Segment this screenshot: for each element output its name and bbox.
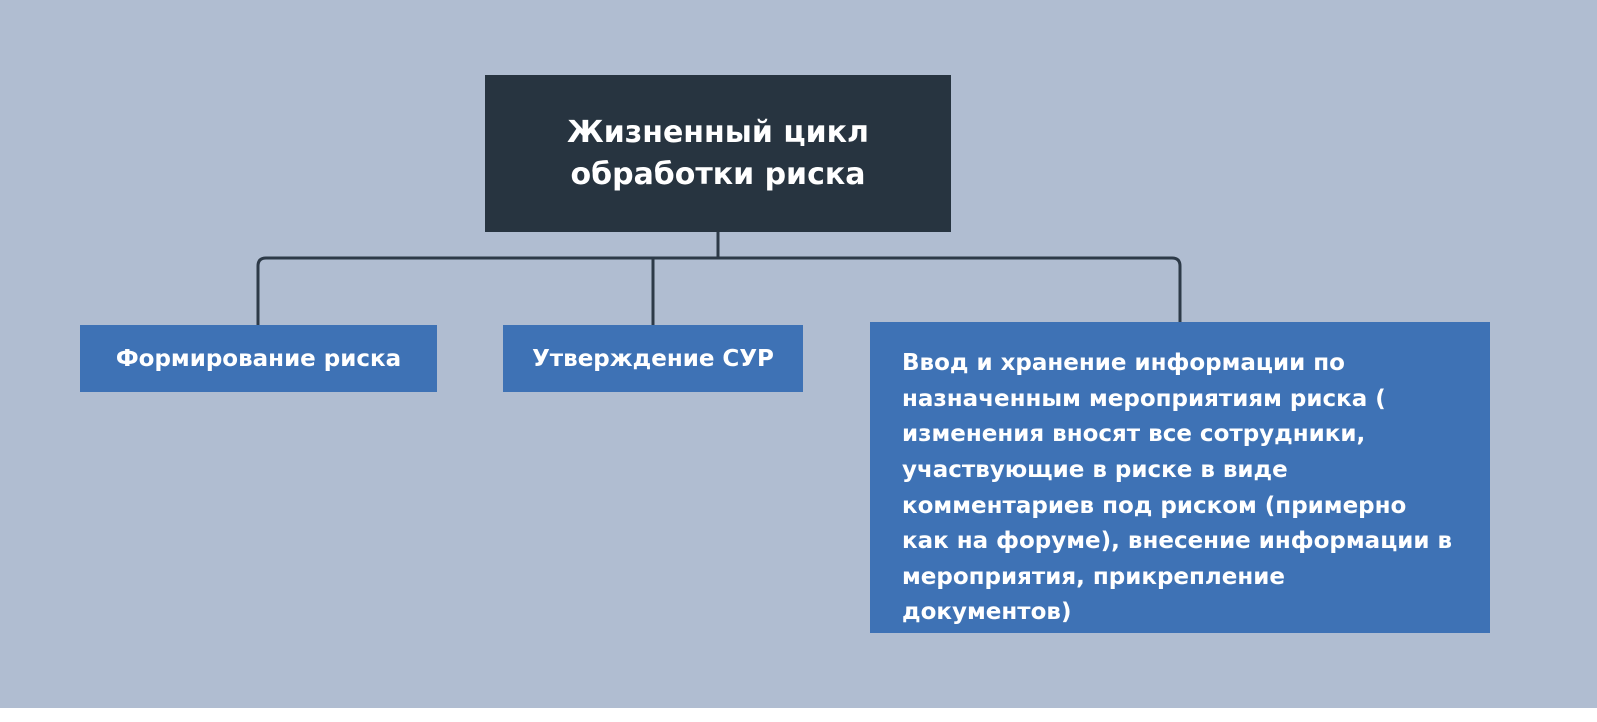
diagram-node-risk-formation: Формирование риска: [80, 325, 437, 392]
info-storage-label: Ввод и хранение информации по назначенны…: [902, 350, 1453, 626]
root-node-label: Жизненный цикл обработки риска: [567, 114, 869, 192]
bottom-white-strip: [0, 708, 1597, 722]
diagram-node-sur-approval: Утверждение СУР: [503, 325, 803, 392]
risk-formation-label: Формирование риска: [115, 345, 402, 372]
sur-approval-label: Утверждение СУР: [532, 345, 774, 372]
diagram-node-root: Жизненный цикл обработки риска: [485, 75, 951, 232]
diagram-node-info-storage: Ввод и хранение информации по назначенны…: [870, 322, 1490, 633]
